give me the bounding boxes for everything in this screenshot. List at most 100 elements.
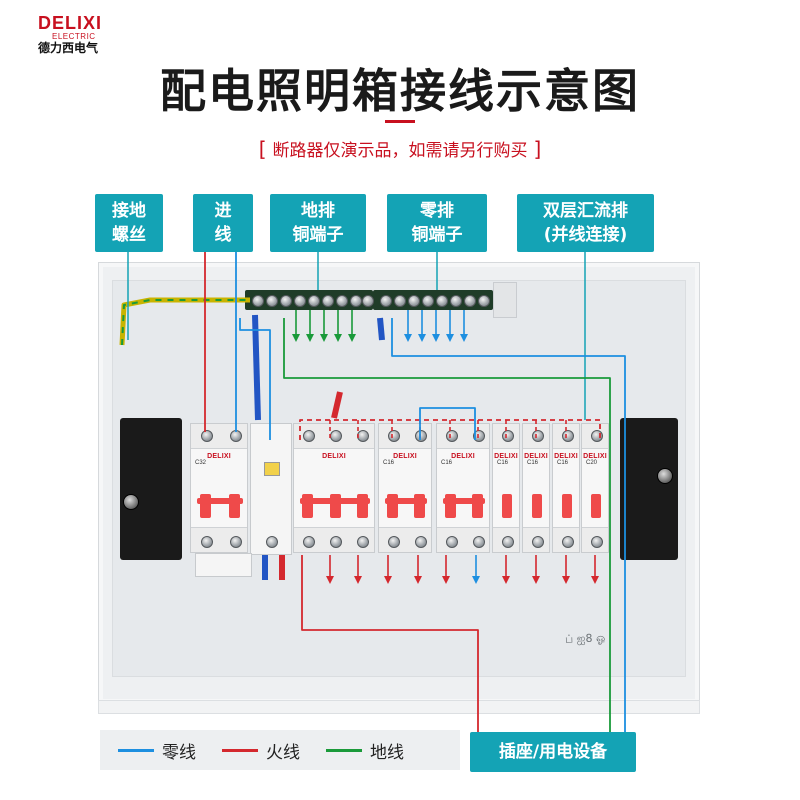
wire [283, 318, 611, 760]
breaker-screw [387, 430, 400, 442]
breaker-logo: DELIXI [554, 453, 578, 460]
breaker-toggle[interactable] [414, 494, 425, 518]
breaker-rating: C16 [557, 460, 569, 466]
legend-label-earth: 地线 [370, 742, 404, 763]
wire [391, 318, 626, 760]
breaker-screw [562, 536, 574, 548]
breaker-toggle[interactable] [472, 494, 483, 518]
breaker-toggle[interactable] [445, 494, 456, 518]
wire-legend: 零线 火线 地线 [100, 730, 460, 770]
bracket-screw-right [657, 468, 673, 484]
callout-ground-screw: 接地 螺丝 [95, 194, 163, 252]
breaker-toggle[interactable] [562, 494, 572, 518]
breaker-screw [229, 536, 242, 548]
legend-swatch-live [222, 748, 258, 752]
breaker-toggle[interactable] [229, 494, 240, 518]
bracket-left: [ [258, 137, 267, 161]
breaker-toggle-bar [385, 498, 427, 504]
brand-name: DELIXI [38, 13, 103, 33]
breaker-logo: DELIXI [451, 453, 475, 460]
breaker-logo: DELIXI [524, 453, 548, 460]
breaker-logo: DELIXI [207, 453, 231, 460]
din-bracket-right [620, 418, 678, 560]
circuit-breaker[interactable]: DELIXI [293, 423, 375, 553]
breaker-rating: C16 [527, 460, 539, 466]
breaker-toggle[interactable] [387, 494, 398, 518]
terminal-bar-end-cap [493, 282, 517, 318]
legend-swatch-earth [326, 748, 362, 752]
legend-label-live: 火线 [266, 742, 300, 763]
breaker-screw [591, 536, 603, 548]
breaker-screw [562, 430, 574, 442]
breaker-rating: C20 [586, 460, 598, 466]
wire [119, 297, 250, 346]
bracket-screw-left [123, 494, 139, 510]
breaker-screw [200, 430, 213, 442]
breaker-rating: C16 [441, 460, 453, 466]
subtitle-text: 断路器仅演示品，如需请另行购买 [272, 141, 528, 161]
callout-neutral-bar-line1: 零排 [420, 201, 454, 221]
wire [377, 317, 385, 341]
terminal-screw [336, 295, 348, 307]
terminal-screw [380, 295, 392, 307]
wire [331, 391, 343, 419]
enclosure-base [98, 700, 700, 714]
wire [299, 419, 601, 440]
brand-logo: DELIXI ELECTRIC 德力西电气 [38, 14, 138, 55]
callout-ground-screw-line1: 接地 [112, 201, 146, 221]
legend-swatch-neutral [118, 748, 154, 752]
terminal-screw [450, 295, 462, 307]
callout-incoming-line1: 进 [214, 201, 232, 221]
breaker-screw [472, 536, 485, 548]
wire [301, 555, 479, 735]
callout-incoming-line2: 线 [214, 225, 232, 245]
breaker-toggle[interactable] [302, 494, 314, 518]
breaker-toggle-bar [443, 498, 485, 504]
breaker-screw [532, 536, 544, 548]
breaker-logo: DELIXI [393, 453, 417, 460]
legend-item-neutral: 零线 [118, 738, 196, 763]
breaker-screw [445, 536, 458, 548]
callout-neutral-bar: 零排 铜端子 [387, 194, 487, 252]
terminal-screw [478, 295, 490, 307]
terminal-screw [308, 295, 320, 307]
breaker-toggle[interactable] [502, 494, 512, 518]
terminal-screw [436, 295, 448, 307]
callout-earth-bar-line1: 地排 [301, 201, 335, 221]
rcd-screw [266, 536, 278, 548]
callout-earth-bar: 地排 铜端子 [270, 194, 366, 252]
breaker-screw [200, 536, 213, 548]
wire [252, 314, 261, 421]
breaker-toggle[interactable] [200, 494, 211, 518]
breaker-logo: DELIXI [322, 453, 346, 460]
brand-sub: ELECTRIC [52, 32, 96, 41]
legend-item-earth: 地线 [326, 738, 404, 763]
callout-outlet: 插座/用电设备 [470, 732, 636, 772]
brand-cn: 德力西电气 [38, 41, 99, 55]
breaker-toggle[interactable] [356, 494, 368, 518]
terminal-screw [394, 295, 406, 307]
breaker-screw [302, 536, 315, 548]
breaker-rating: C16 [497, 460, 509, 466]
breaker-screw [414, 536, 427, 548]
terminal-screw [464, 295, 476, 307]
wire [239, 318, 271, 440]
terminal-screw [362, 295, 374, 307]
page-title: 配电照明箱接线示意图 [160, 64, 640, 118]
terminal-screw [408, 295, 420, 307]
rcd-test-button[interactable] [264, 462, 280, 476]
callout-neutral-bar-line2: 铜端子 [411, 225, 463, 245]
callout-busbar-line1: 双层汇流排 [543, 201, 628, 221]
breaker-logo: DELIXI [583, 453, 607, 460]
breaker-screw [387, 536, 400, 548]
breaker-toggle[interactable] [532, 494, 542, 518]
breaker-screw [502, 430, 514, 442]
terminal-screw [422, 295, 434, 307]
breaker-toggle[interactable] [591, 494, 601, 518]
breaker-toggle[interactable] [329, 494, 341, 518]
